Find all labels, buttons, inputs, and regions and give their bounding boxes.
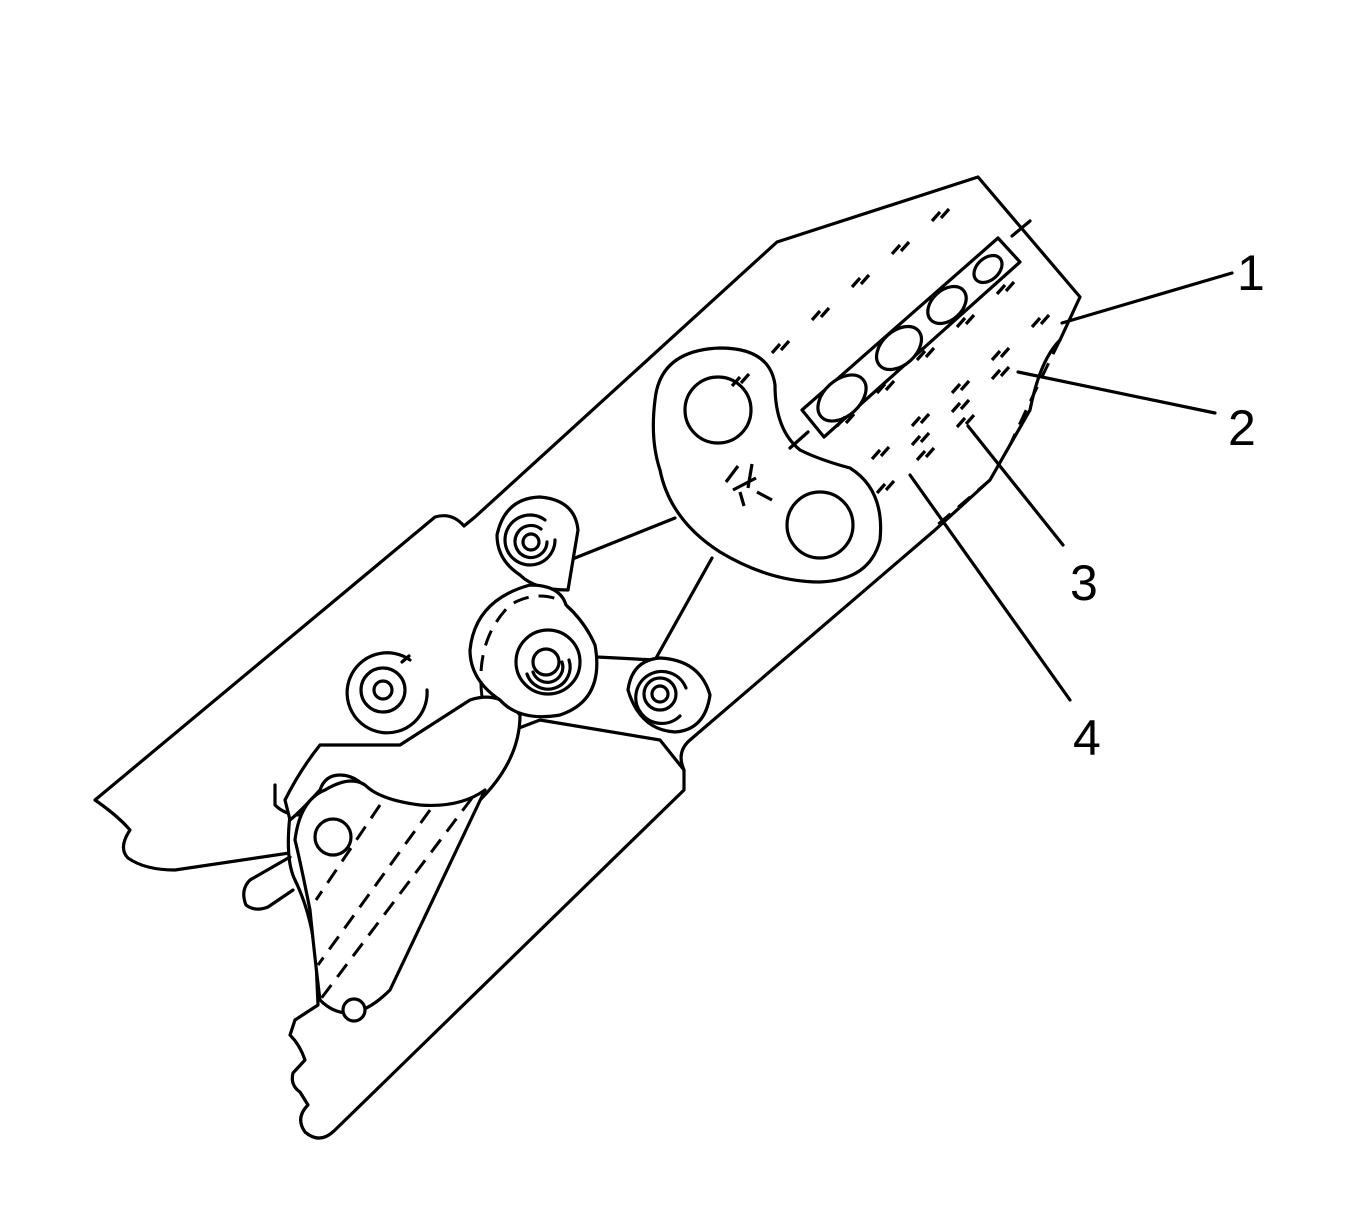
index-tick	[919, 412, 931, 425]
index-tick	[1030, 316, 1042, 329]
adjuster-strip	[788, 219, 1032, 450]
index-tick	[939, 207, 951, 220]
dashed-guide-2	[316, 809, 432, 966]
index-tick	[990, 349, 1002, 362]
dashed-guide-3	[314, 804, 382, 901]
callout-3: 3	[1070, 555, 1098, 611]
upper-rail-housing	[93, 175, 1082, 872]
index-tick	[915, 449, 927, 462]
kidney-plate-hole-lower	[785, 490, 855, 560]
index-tick	[844, 412, 856, 425]
index-tick	[955, 416, 967, 429]
index-tick	[810, 309, 822, 322]
kidney-plate-hole-upper	[683, 375, 753, 445]
index-tick	[959, 398, 971, 411]
callout-leader-1	[1060, 271, 1234, 325]
index-tick	[919, 431, 931, 444]
dashed-guide-1	[318, 797, 474, 1001]
index-tick	[899, 240, 911, 253]
index-tick	[924, 446, 936, 459]
right-pivot-bushing	[634, 669, 688, 726]
index-tick	[910, 434, 922, 447]
index-tick	[730, 375, 742, 388]
index-tick	[999, 346, 1011, 359]
index-marks	[730, 207, 1051, 495]
index-tick	[995, 283, 1007, 296]
index-tick	[779, 339, 791, 352]
callout-leader-2	[1016, 370, 1217, 415]
link-bar-2	[653, 556, 714, 662]
index-tick	[999, 365, 1011, 378]
index-tick	[910, 415, 922, 428]
index-tick	[859, 273, 871, 286]
index-tick	[884, 479, 896, 492]
index-tick	[1039, 313, 1051, 326]
index-tick	[959, 379, 971, 392]
callout-leader-3	[966, 424, 1065, 547]
index-tick	[875, 482, 887, 495]
index-tick	[879, 445, 891, 458]
index-tick	[990, 368, 1002, 381]
index-tick	[964, 413, 976, 426]
index-tick	[950, 401, 962, 414]
index-tick	[1004, 280, 1016, 293]
center-cam-dashed-arc	[479, 594, 561, 698]
index-tick	[835, 415, 847, 428]
index-tick	[930, 210, 942, 223]
lower-plate-hole-small	[341, 997, 367, 1023]
index-tick	[770, 342, 782, 355]
hidden-edge-right	[1008, 339, 1062, 446]
upper-pivot-bushing	[503, 513, 557, 567]
stamped-mark	[724, 463, 773, 507]
index-tick	[915, 349, 927, 362]
center-cam	[468, 583, 599, 719]
index-tick	[875, 382, 887, 395]
lower-plate-hole-large	[313, 817, 353, 857]
index-tick	[950, 382, 962, 395]
link-bar-3	[595, 655, 657, 662]
index-tick	[739, 372, 751, 385]
callout-1: 1	[1237, 245, 1265, 301]
side-pin	[242, 855, 295, 911]
index-tick	[955, 316, 967, 329]
link-bar-1	[568, 516, 677, 562]
center-cam-hub	[514, 628, 582, 696]
index-tick	[890, 243, 902, 256]
index-tick	[819, 306, 831, 319]
left-pivot-bushing	[345, 651, 429, 735]
index-tick	[850, 276, 862, 289]
index-tick	[870, 448, 882, 461]
index-tick	[924, 346, 936, 359]
hidden-edge-lower	[934, 478, 991, 529]
index-tick	[964, 313, 976, 326]
callout-leader-4	[908, 473, 1072, 702]
callout-2: 2	[1228, 400, 1256, 456]
index-tick	[884, 379, 896, 392]
callout-4: 4	[1073, 710, 1101, 766]
